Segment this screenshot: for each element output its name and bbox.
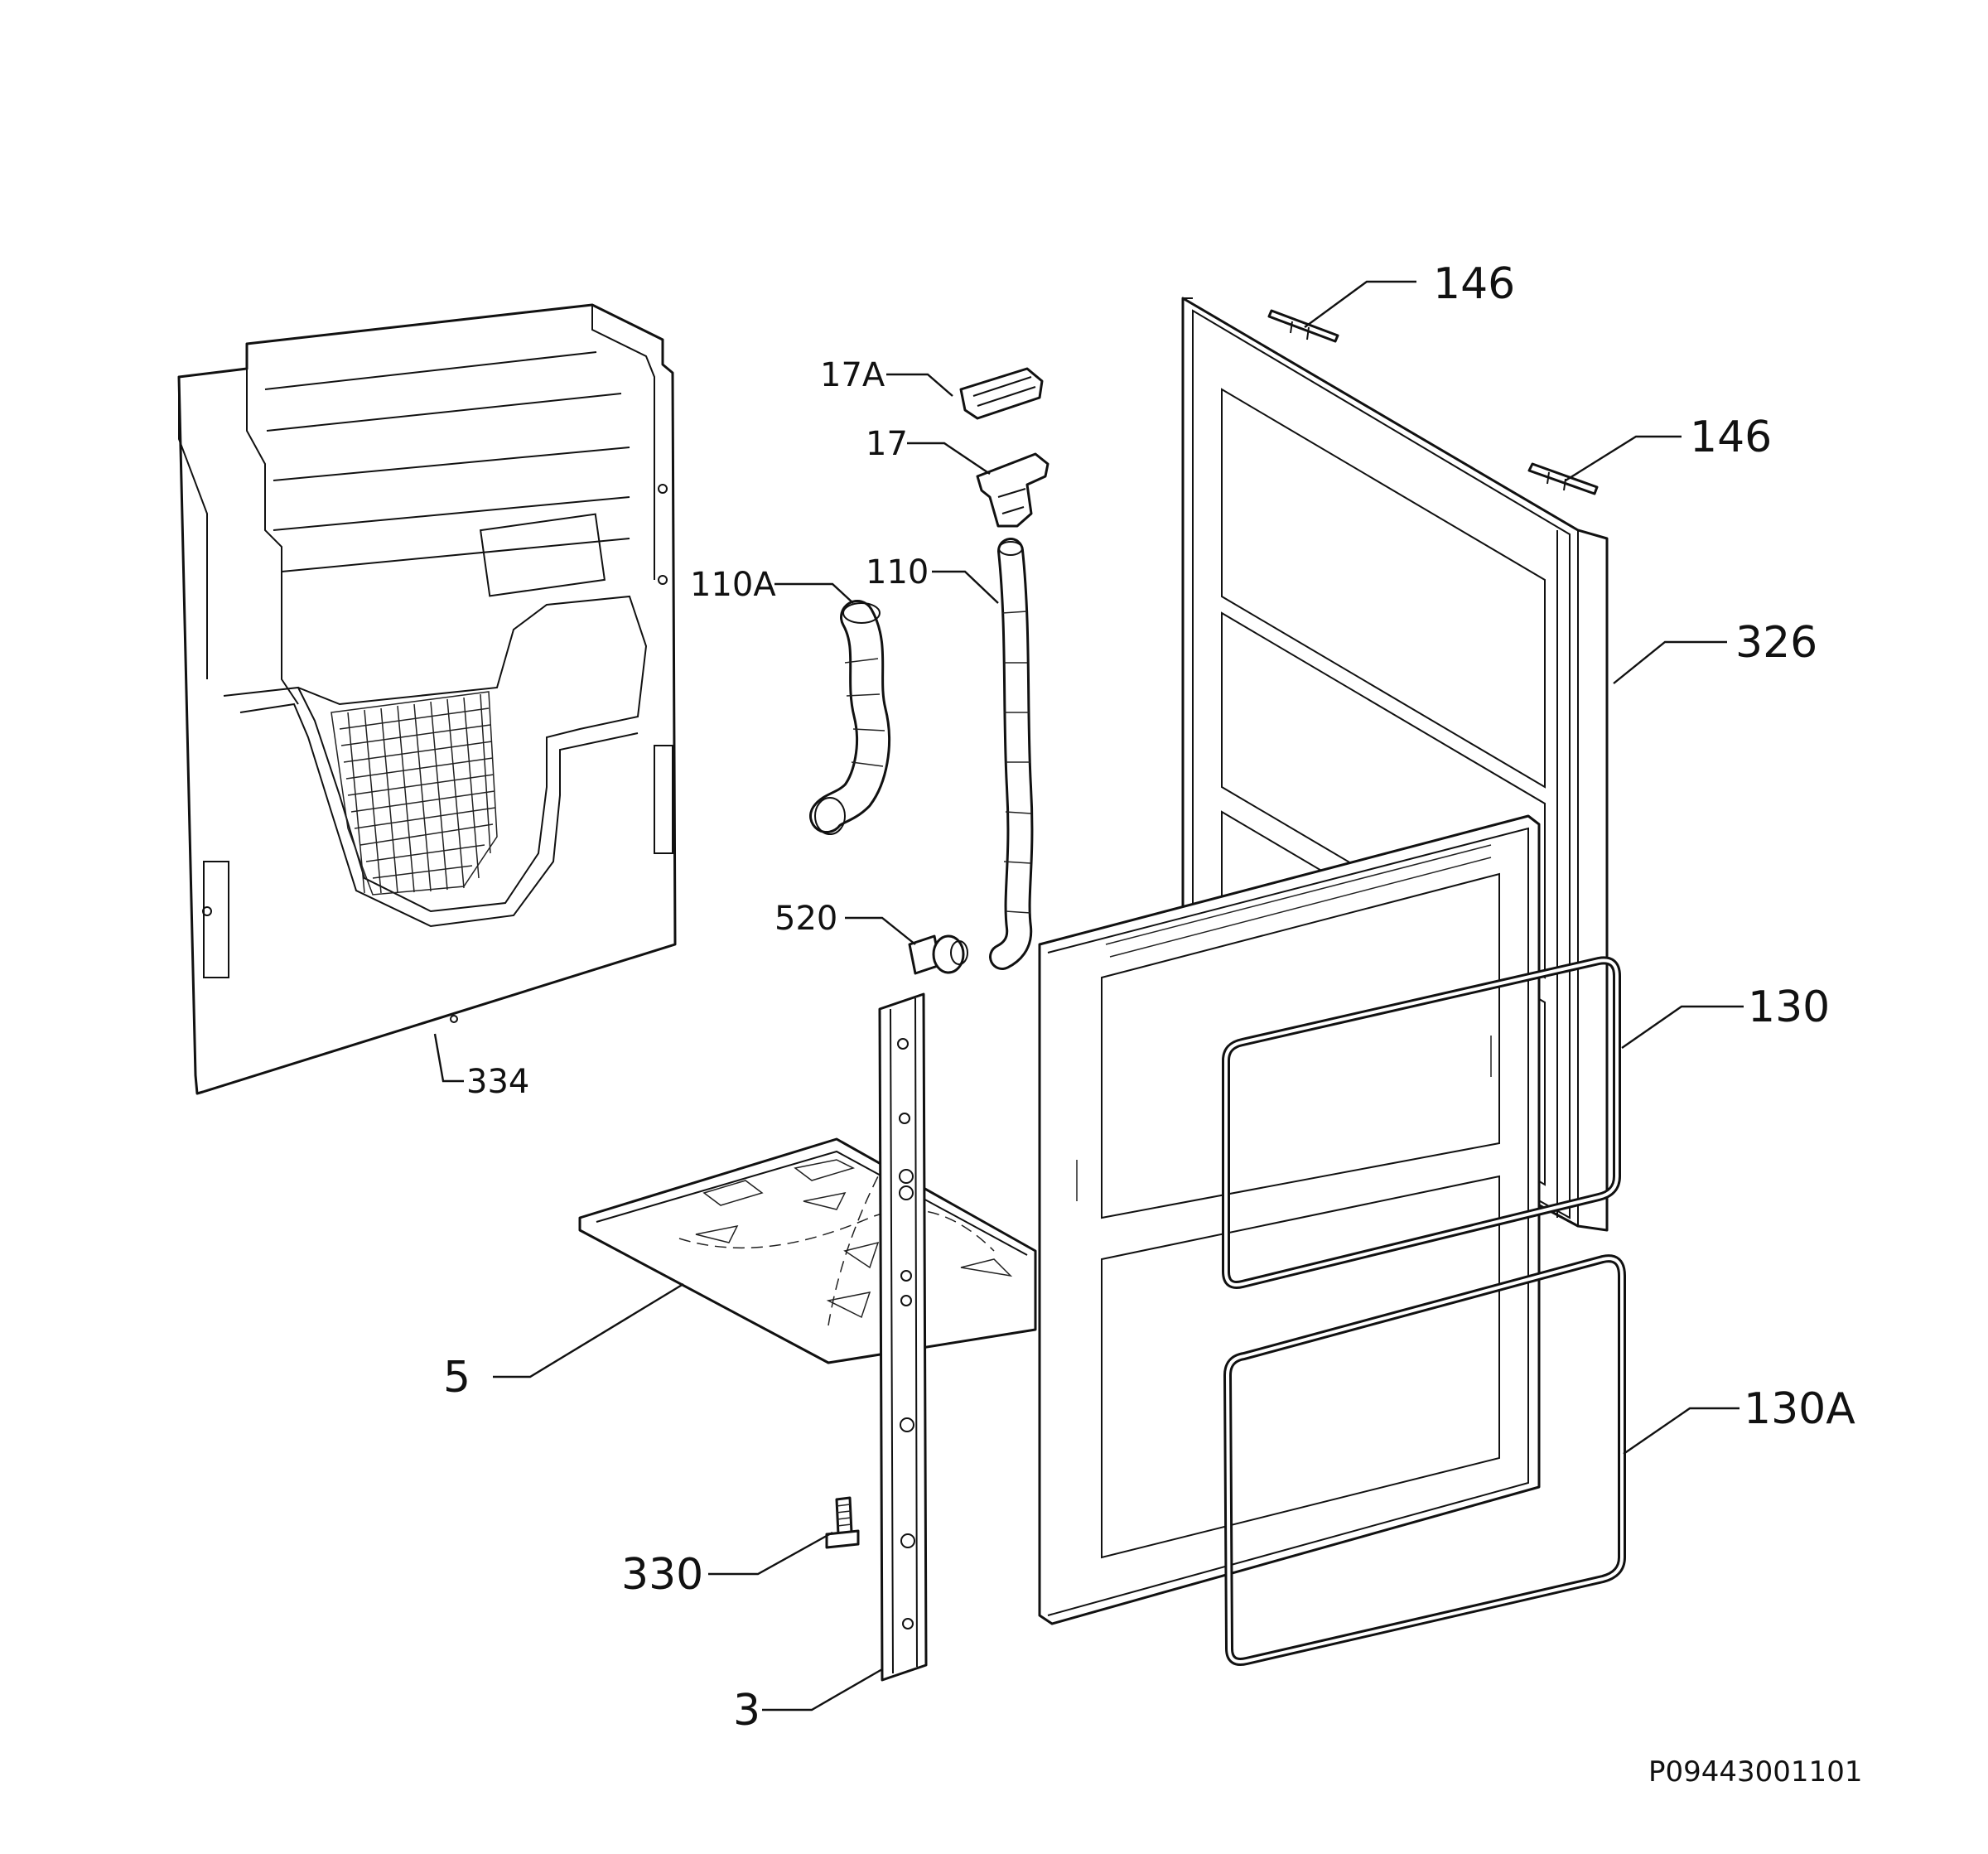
screw-330 (825, 1496, 860, 1549)
label-110A: 110A (690, 566, 776, 604)
drawing-reference-code: P09443001101 (1648, 1755, 1862, 1789)
clip-520 (908, 934, 968, 975)
label-110: 110 (866, 553, 929, 591)
label-520: 520 (774, 900, 837, 938)
gasket-130A (1223, 1254, 1626, 1666)
leader-110 (932, 570, 999, 604)
clip-146-top (1267, 309, 1339, 343)
tray-5 (578, 1137, 1037, 1364)
leader-334 (433, 1033, 464, 1083)
leader-130A (1623, 1407, 1740, 1455)
leader-146a (1304, 280, 1416, 328)
leader-17A (886, 373, 953, 397)
label-334: 334 (466, 1063, 529, 1101)
leader-326 (1613, 640, 1727, 684)
leader-130 (1621, 1005, 1744, 1049)
leader-330 (708, 1531, 833, 1576)
label-146-right: 146 (1690, 413, 1772, 462)
label-5: 5 (443, 1353, 470, 1403)
connector-17A (959, 367, 1044, 420)
rear-panel-334 (177, 303, 677, 1095)
label-17: 17 (866, 425, 908, 463)
gasket-130 (1222, 956, 1621, 1289)
leader-110A (774, 582, 854, 604)
leader-146b (1565, 435, 1682, 482)
label-130A: 130A (1744, 1384, 1855, 1434)
label-146-top: 146 (1433, 259, 1515, 309)
part-labels: 146 146 17A 17 110A 110 326 520 130 334 … (443, 259, 1855, 1736)
leader-3 (762, 1668, 883, 1712)
label-326: 326 (1735, 618, 1817, 668)
hose-110A (809, 600, 891, 835)
leader-5 (493, 1282, 684, 1378)
clip-146-right (1527, 462, 1599, 495)
leader-520 (845, 916, 916, 945)
front-door-panel (1038, 814, 1541, 1625)
hose-110 (989, 538, 1034, 970)
leader-lines (433, 280, 1744, 1712)
rail-3 (878, 992, 928, 1682)
label-130: 130 (1748, 983, 1830, 1032)
label-3: 3 (733, 1686, 760, 1736)
label-330: 330 (621, 1550, 703, 1600)
label-17A: 17A (820, 356, 885, 394)
connector-17 (976, 452, 1049, 528)
rear-panel-vent-grid (331, 691, 498, 896)
leader-17 (907, 442, 991, 475)
